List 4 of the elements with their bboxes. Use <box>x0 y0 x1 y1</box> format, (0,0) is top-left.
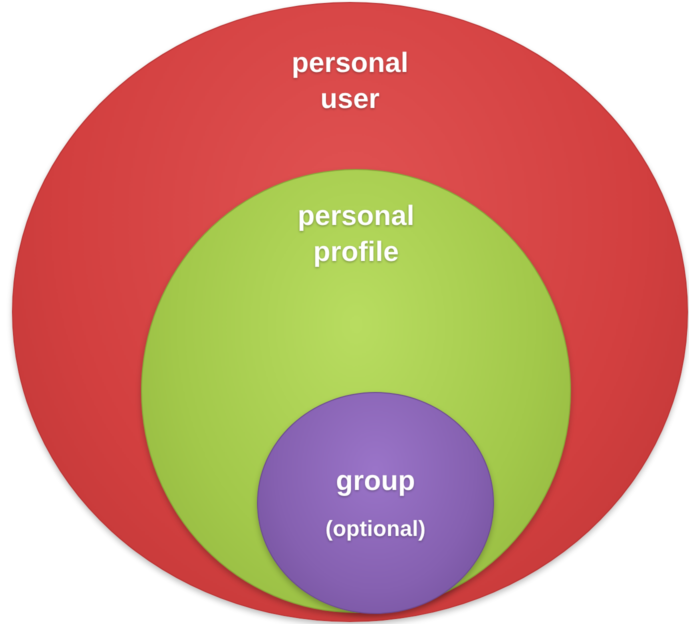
circle-label: personal user <box>290 46 410 116</box>
circle-label: personal profile <box>296 199 416 270</box>
circle-label: group <box>336 464 416 498</box>
circle-sublabel: (optional) <box>325 515 426 543</box>
